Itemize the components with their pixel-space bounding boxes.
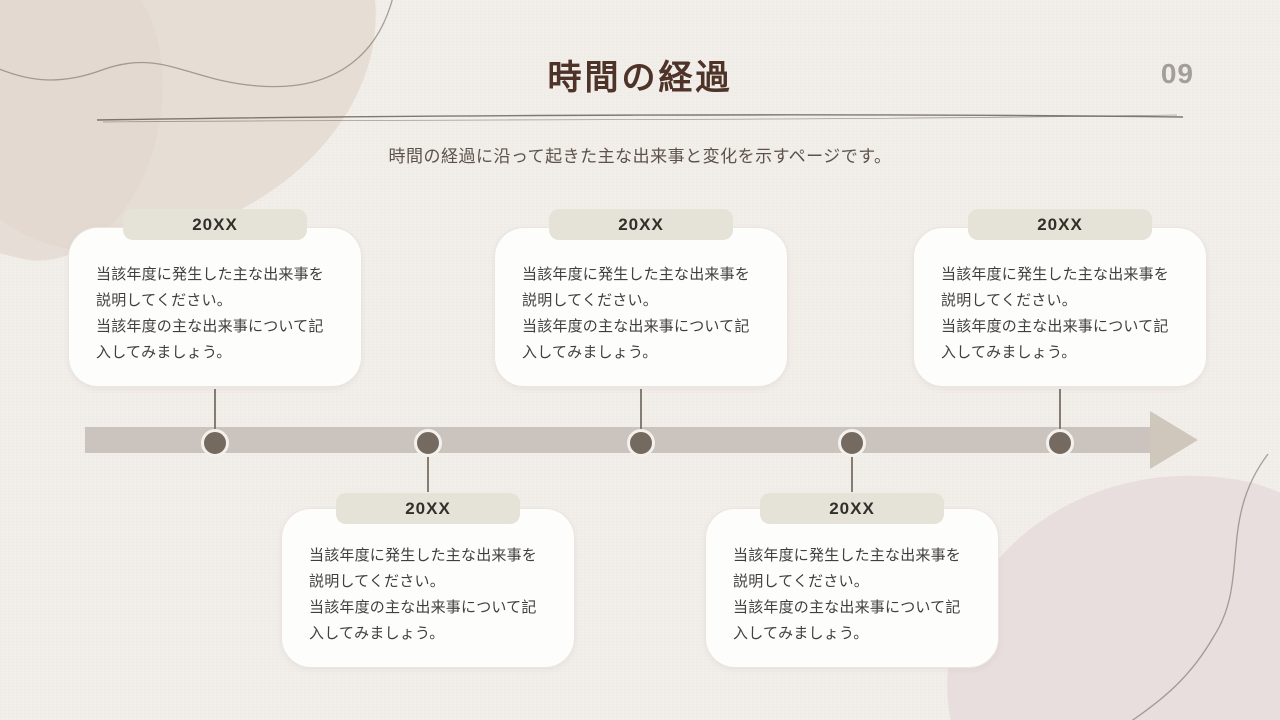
timeline-bar	[85, 427, 1157, 453]
page-title: 時間の経過	[547, 59, 733, 97]
timeline-node	[1046, 429, 1074, 457]
timeline-card-3: 20XX 当該年度に発生した主な出来事を説明してください。 当該年度の主な出来事…	[494, 209, 788, 387]
timeline-card-4: 20XX 当該年度に発生した主な出来事を説明してください。 当該年度の主な出来事…	[705, 493, 999, 668]
card-description-line: 当該年度に発生した主な出来事を説明してください。	[941, 266, 1170, 310]
year-badge: 20XX	[123, 209, 307, 240]
card-description-line: 当該年度の主な出来事について記入してみましょう。	[522, 318, 750, 362]
card-description-line: 当該年度に発生した主な出来事を説明してください。	[96, 266, 325, 310]
year-badge: 20XX	[336, 493, 520, 524]
timeline-node	[627, 429, 655, 457]
year-badge: 20XX	[968, 209, 1152, 240]
card-description-line: 当該年度に発生した主な出来事を説明してください。	[522, 266, 751, 310]
timeline-card-2: 20XX 当該年度に発生した主な出来事を説明してください。 当該年度の主な出来事…	[281, 493, 575, 668]
connector-line	[214, 389, 216, 438]
connector-line	[1059, 389, 1061, 438]
card-description-line: 当該年度の主な出来事について記入してみましょう。	[96, 318, 324, 362]
card-description-line: 当該年度に発生した主な出来事を説明してください。	[309, 547, 538, 591]
timeline-card-1: 20XX 当該年度に発生した主な出来事を説明してください。 当該年度の主な出来事…	[68, 209, 362, 387]
card-description-line: 当該年度に発生した主な出来事を説明してください。	[733, 547, 962, 591]
connector-line	[851, 442, 853, 492]
timeline-node	[838, 429, 866, 457]
card-description-line: 当該年度の主な出来事について記入してみましょう。	[941, 318, 1169, 362]
year-badge-label: 20XX	[405, 498, 451, 518]
year-badge: 20XX	[760, 493, 944, 524]
hand-drawn-divider	[96, 114, 1184, 123]
timeline-node	[201, 429, 229, 457]
connector-line	[640, 389, 642, 438]
connector-line	[427, 442, 429, 492]
page-subtitle: 時間の経過に沿って起きた主な出来事と変化を示すページです。	[388, 147, 892, 166]
card-description-line: 当該年度の主な出来事について記入してみましょう。	[309, 599, 537, 643]
card-description-line: 当該年度の主な出来事について記入してみましょう。	[733, 599, 961, 643]
year-badge-label: 20XX	[1037, 214, 1083, 234]
timeline-card-5: 20XX 当該年度に発生した主な出来事を説明してください。 当該年度の主な出来事…	[913, 209, 1207, 387]
year-badge-label: 20XX	[618, 214, 664, 234]
timeline-arrowhead-icon	[1150, 411, 1198, 469]
year-badge-label: 20XX	[192, 214, 238, 234]
page-number: 09	[1160, 58, 1194, 89]
year-badge: 20XX	[549, 209, 733, 240]
year-badge-label: 20XX	[829, 498, 875, 518]
timeline-node	[414, 429, 442, 457]
